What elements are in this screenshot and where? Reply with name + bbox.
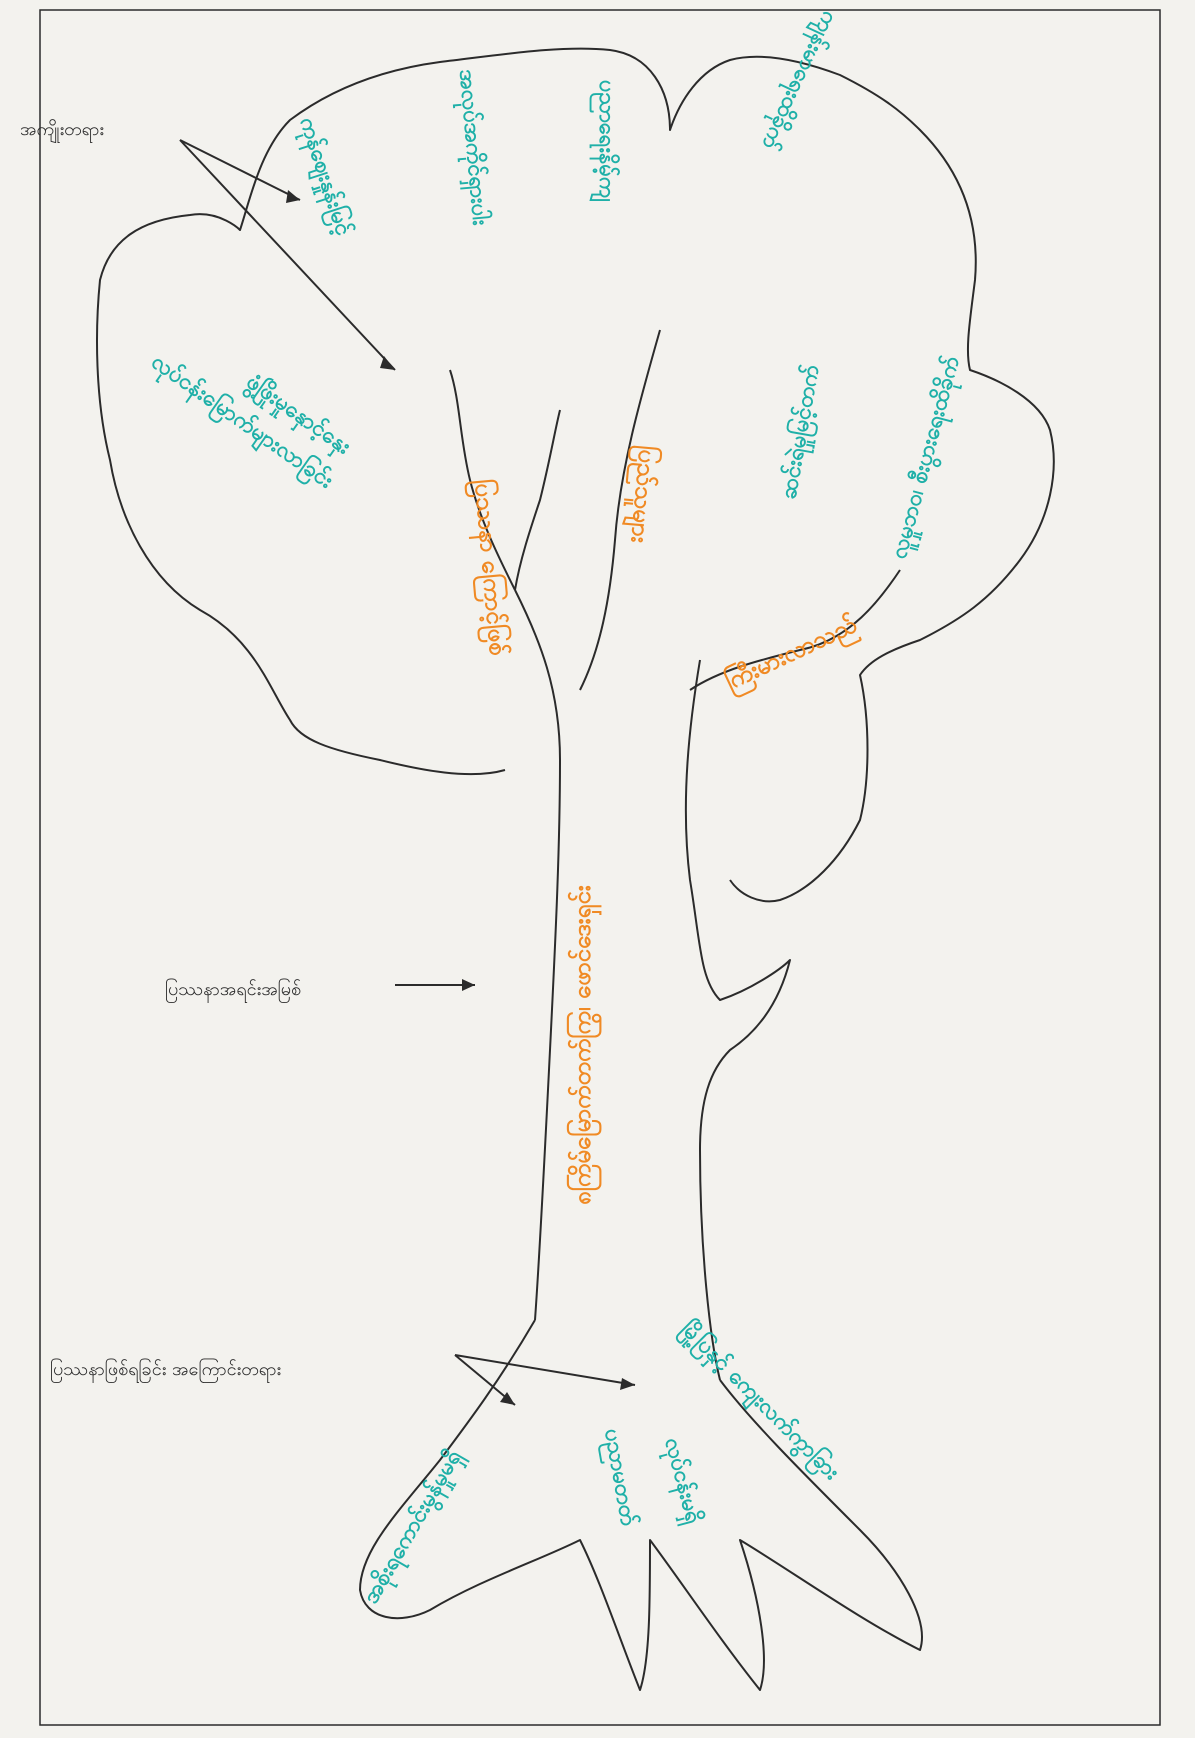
root-teal-1: အစိုးရကောင်းမွန်မှုမရှိ [357,1445,471,1611]
label-causes: ပြဿနာဖြစ်ရခြင်း အကြောင်းတရား [50,1358,281,1383]
trunk-outline-left [515,590,560,1320]
arrow-causes [455,1355,635,1405]
root-teal-2: ပညာမတတ် [594,1426,643,1528]
root-teal-3: လုပ်ငန်းမရှိ [654,1435,708,1528]
arrow-effects [180,140,395,370]
leaf-teal-3: ကုန်ဈေးနှုန်းမြင့် [290,113,359,240]
leaf-teal-5: ပညာရေးနိမ့်ကျ [589,80,621,203]
leaf-teal-6: ကျန်းမာရေးထိခိုက် [752,5,844,154]
leaf-teal-4: အလုပ်အကိုင်ရှားပါး [449,68,495,227]
branch-outline-left [450,370,560,590]
arrow-core-problem [395,979,475,991]
label-effects: အကျိုးတရား [20,119,104,143]
root-outline [360,1320,922,1690]
branch-orange-1: ပြဿနာ ကြောင့်ဖြစ် [463,478,514,657]
root-teal-4: မြို့ပြနှင့် ကျေးလက်ကွာခြား [672,1314,846,1488]
trunk-outline-right [686,660,790,1380]
page-frame [40,10,1160,1725]
leaf-teal-7: ဆင်းရဲမှုမြင့်တက် [773,363,829,502]
label-core-problem: ပြဿနာအရင်းအမြစ် [165,978,301,1003]
leaf-teal-8: လူမှုဘဝ၊ စီးပွားရေးထိခိုက် [885,353,970,563]
trunk-text: ၈ကြိမ်မြောက်တက်ကြွ၊ ဖောင်ဒေးရှင်း [566,885,602,1205]
branch-orange-3: ကြီးမားလာသည် [720,608,864,701]
